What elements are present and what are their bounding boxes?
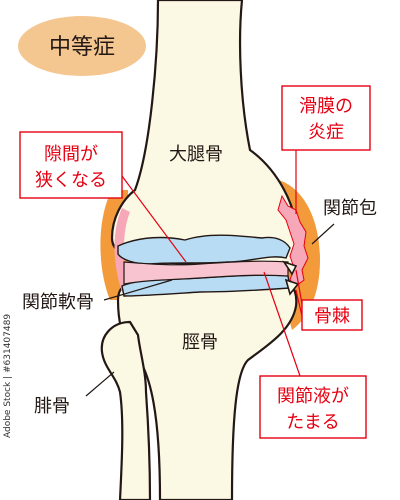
label-femur: 大腿骨 [169, 144, 223, 165]
osteophyte-spur-top [282, 260, 298, 276]
callout-osteophyte-label: 骨棘 [314, 306, 350, 327]
callout-effusion-leader [263, 271, 301, 377]
osteophyte-spur-bottom [284, 278, 300, 296]
label-tibia: 脛骨 [182, 332, 218, 353]
callout-osteophyte-leader-b [295, 289, 303, 317]
label-articular-cartilage-leader [103, 279, 173, 301]
fibula-bone [100, 320, 152, 500]
label-fibula-leader [85, 371, 115, 397]
callout-osteophyte-box [301, 299, 363, 331]
callout-narrowing-box [19, 131, 123, 199]
label-joint-capsule-leader [311, 223, 335, 245]
callout-synovitis-line1: 滑膜の [299, 96, 353, 117]
label-fibula: 腓骨 [34, 396, 70, 417]
callout-narrowing-line1: 隙間が [44, 144, 98, 165]
title-badge [18, 16, 146, 76]
callout-narrowing-line2: 狭くなる [35, 170, 107, 191]
callout-effusion-line2: たまる [286, 412, 339, 433]
callout-synovitis-box [281, 85, 371, 151]
stock-id: Adobe Stock | #631407489 [3, 314, 13, 438]
label-joint-capsule: 関節包 [323, 198, 377, 219]
callout-narrowing-leader [121, 175, 187, 263]
label-articular-cartilage: 関節軟骨 [22, 292, 94, 313]
page-title: 中等症 [49, 35, 115, 60]
callout-effusion-line1: 関節液が [277, 386, 349, 407]
callout-effusion-box [259, 375, 367, 439]
synovium-right [277, 194, 309, 287]
callout-osteophyte-leader-a [295, 269, 303, 305]
callout-synovitis-line2: 炎症 [308, 122, 344, 143]
